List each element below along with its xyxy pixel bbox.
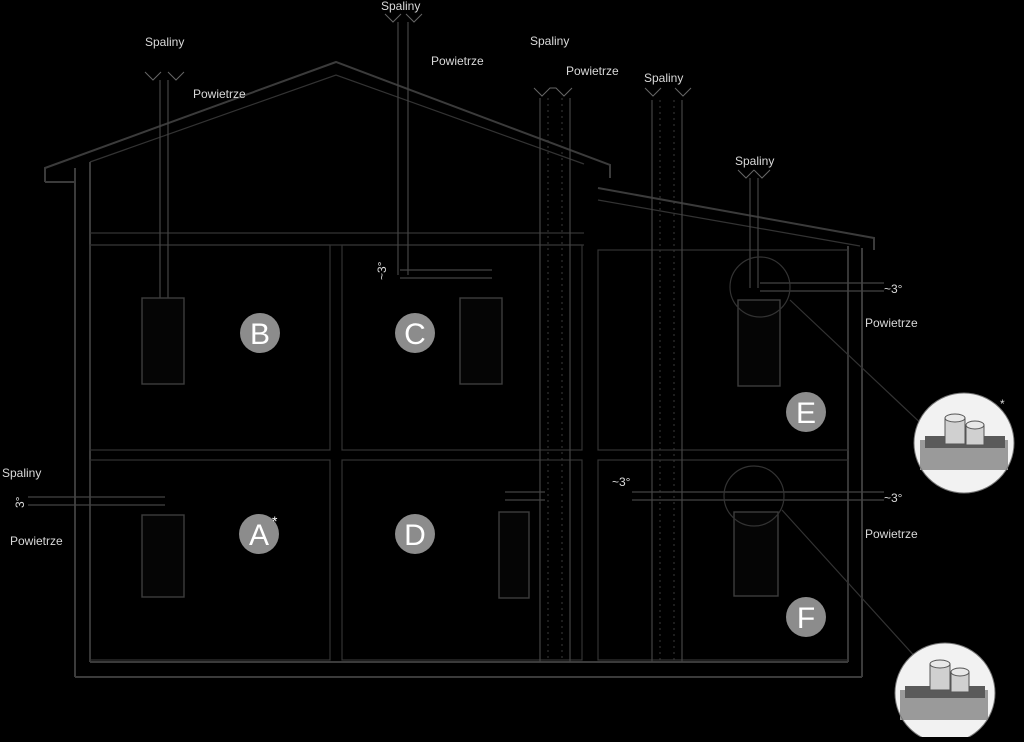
badge-e: E: [786, 392, 826, 432]
label-exhaust-a: Spaliny: [2, 466, 41, 480]
slope-label-f-inner: ~3°: [612, 475, 631, 489]
outlet-arrow-icon: [144, 71, 185, 81]
horizontal-flues: [28, 269, 884, 506]
boiler-c: [459, 297, 503, 385]
boilers: [141, 297, 781, 599]
circle-badge: [240, 313, 280, 353]
slope-label-e: ~3°: [884, 282, 903, 296]
detail-photo-e: [913, 392, 1015, 494]
boiler-a: [141, 514, 185, 598]
outlet-arrow-icon: [737, 169, 771, 179]
circle-badge: [239, 514, 279, 554]
badge-c: C: [395, 313, 435, 353]
circle-badge: [786, 392, 826, 432]
badge-f: F: [786, 597, 826, 637]
badge-d: D: [395, 514, 435, 554]
detail-photo-f: [894, 642, 996, 742]
house-structure: [44, 60, 875, 678]
badge-a: A *: [239, 513, 279, 554]
detail-callouts: *: [723, 256, 1015, 742]
svg-text:D: D: [404, 519, 426, 552]
detail-circle-e: [729, 256, 791, 318]
circle-badge: [395, 514, 435, 554]
text-labels: Spaliny Spaliny Spaliny Spaliny Spaliny …: [2, 0, 918, 548]
outlet-arrow-icon: [533, 87, 573, 97]
label-exhaust-b: Spaliny: [145, 35, 184, 49]
badge-b: B: [240, 313, 280, 353]
label-air-d: Powietrze: [566, 64, 619, 78]
boiler-f: [733, 511, 779, 597]
boiler-d: [498, 511, 530, 599]
label-exhaust-e: Spaliny: [735, 154, 774, 168]
detail-marker-e: *: [1000, 397, 1005, 411]
label-exhaust-shaft: Spaliny: [644, 71, 683, 85]
circle-badge: [395, 313, 435, 353]
label-exhaust-d: Spaliny: [530, 34, 569, 48]
svg-text:F: F: [797, 602, 815, 635]
label-exhaust-c: Spaliny: [381, 0, 420, 13]
badge-a-marker: *: [272, 513, 278, 529]
label-air-f: Powietrze: [865, 527, 918, 541]
slope-label-f: ~3°: [884, 491, 903, 505]
svg-text:E: E: [796, 397, 816, 430]
circle-badge: [786, 597, 826, 637]
boiler-b: [141, 297, 185, 385]
outlet-arrow-icon: [384, 13, 423, 23]
installation-badges: B C A * D E F: [239, 313, 826, 637]
svg-text:C: C: [404, 318, 426, 351]
detail-circle-f: [723, 465, 785, 527]
vertical-flues: [159, 22, 759, 662]
outlet-arrows: [144, 13, 771, 179]
label-air-e: Powietrze: [865, 316, 918, 330]
slope-label-c: ~3°: [375, 261, 389, 280]
svg-text:B: B: [250, 318, 270, 351]
label-air-b: Powietrze: [193, 87, 246, 101]
label-air-a: Powietrze: [10, 534, 63, 548]
slope-label-a: 3°: [13, 496, 27, 508]
svg-text:A: A: [249, 519, 269, 552]
outlet-arrow-icon: [644, 87, 692, 97]
label-air-c: Powietrze: [431, 54, 484, 68]
